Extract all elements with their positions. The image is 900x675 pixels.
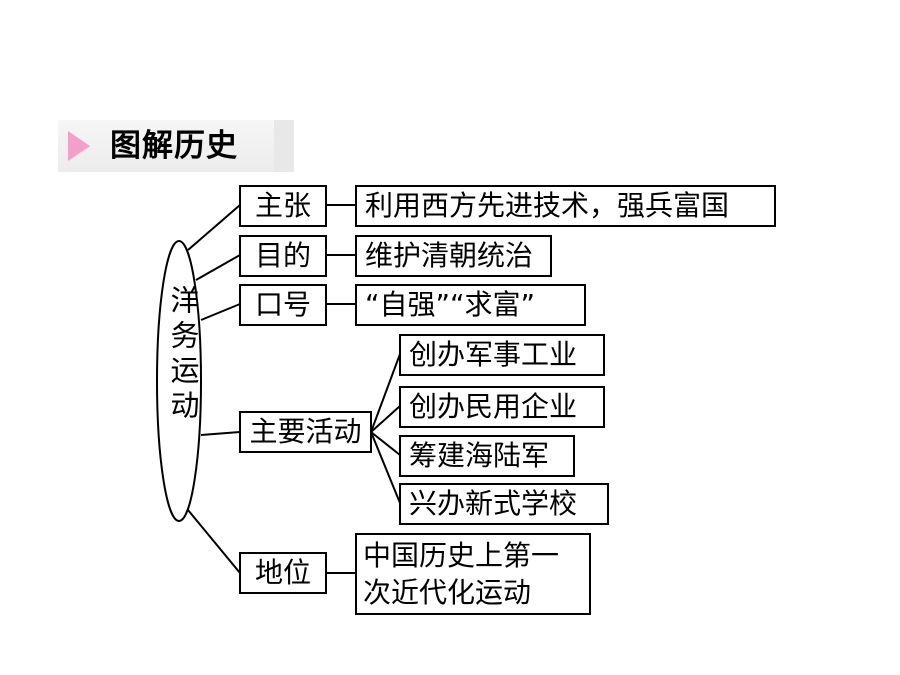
activity-item: 筹建海陆军: [399, 435, 575, 477]
branch-detail: 利用西方先进技术，强兵富国: [355, 185, 776, 227]
connector-line: [187, 509, 241, 574]
activity-item: 兴办新式学校: [399, 483, 609, 525]
branch-detail: “自强”“求富”: [355, 284, 586, 326]
activity-item: 创办军事工业: [399, 334, 605, 376]
branch-label: 主要活动: [239, 411, 372, 453]
connector-line: [200, 303, 241, 321]
connector-line: [370, 431, 401, 504]
section-header-accent: [274, 120, 294, 172]
branch-detail: 中国历史上第一次近代化运动: [355, 533, 591, 615]
section-header-bar: [58, 120, 294, 172]
connector-line: [187, 204, 241, 251]
branch-label: 地位: [239, 552, 327, 594]
activity-item: 创办民用企业: [399, 386, 605, 428]
connector-line: [370, 405, 401, 433]
play-triangle-icon: [68, 131, 90, 161]
branch-detail: 维护清朝统治: [355, 235, 552, 277]
branch-label: 口号: [239, 284, 327, 326]
connector-line: [200, 431, 241, 436]
section-title: 图解历史: [110, 128, 238, 164]
center-oval: [156, 240, 202, 522]
branch-label: 主张: [239, 185, 327, 227]
connector-line: [195, 254, 241, 281]
branch-label: 目的: [239, 235, 327, 277]
connector-line: [370, 431, 401, 456]
center-label: 洋务运动: [166, 285, 200, 425]
connector-line: [370, 353, 401, 433]
